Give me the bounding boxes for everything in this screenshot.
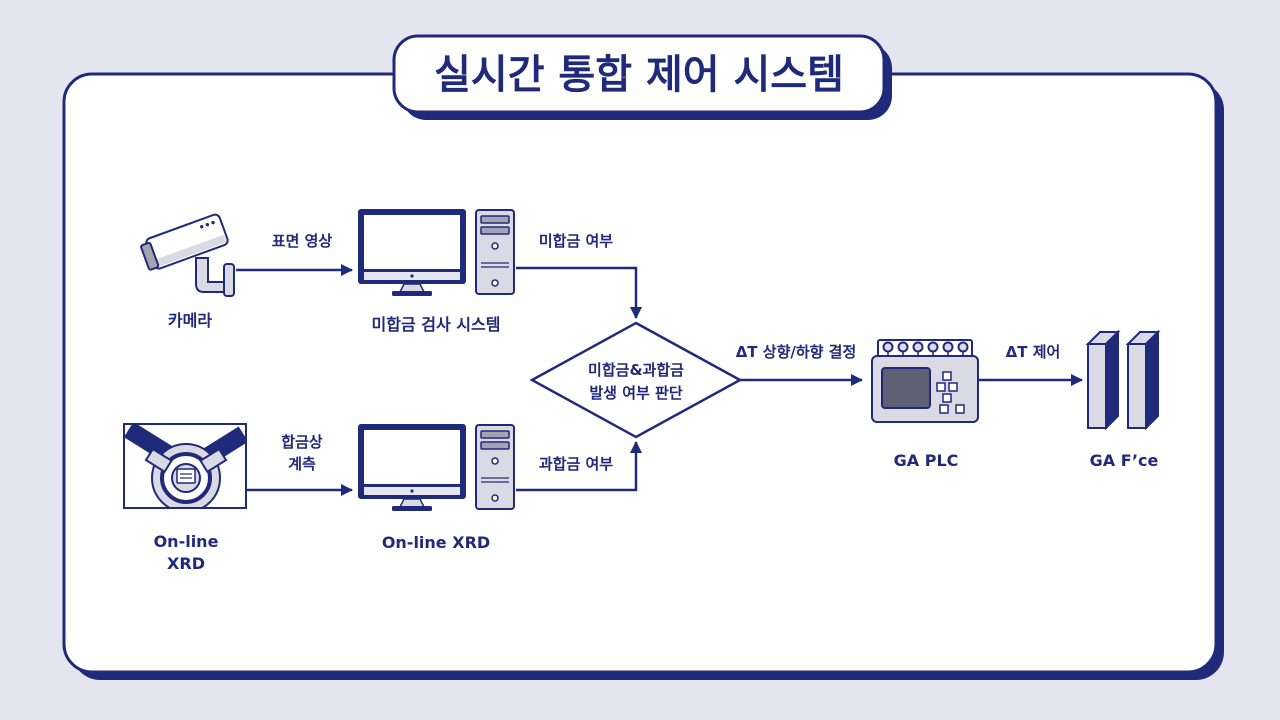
edge-label-surface-image: 표면 영상 bbox=[272, 232, 333, 250]
monitor-base bbox=[392, 506, 432, 511]
monitor-screen bbox=[364, 430, 460, 484]
pc-drive-bay bbox=[480, 215, 510, 224]
xrd-detector-head bbox=[199, 447, 228, 474]
edge-label-delta-t-control: ΔT 제어 bbox=[1006, 343, 1061, 361]
decision-diamond bbox=[529, 321, 743, 439]
arrow-xrd-system-to-decision bbox=[516, 441, 642, 492]
xrd-system-label: On-line XRD bbox=[382, 533, 490, 552]
edge-label-phase-line2: 계측 bbox=[288, 455, 316, 473]
edge-label-phase-line1: 합금상 bbox=[281, 433, 323, 451]
decision-text-line1: 미합금&과합금 bbox=[588, 361, 684, 379]
xrd-sample-holder bbox=[176, 468, 196, 484]
plc-keypad bbox=[936, 371, 965, 414]
camera-label: 카메라 bbox=[168, 311, 212, 330]
plc-controller-icon bbox=[871, 339, 979, 423]
camera-wall-plate bbox=[223, 263, 235, 297]
monitor-power-dot bbox=[410, 489, 414, 493]
plc-terminals bbox=[882, 341, 969, 358]
plc-label: GA PLC bbox=[894, 451, 959, 470]
furnace-label: GA F’ce bbox=[1090, 451, 1159, 470]
furnace-slab-1-side bbox=[1105, 329, 1119, 431]
pc-power-button bbox=[491, 457, 499, 465]
edge-label-delta-t-decision: ΔT 상향/하향 결정 bbox=[736, 343, 857, 361]
furnace-slab-1-front bbox=[1087, 343, 1107, 429]
title-tab bbox=[392, 34, 886, 114]
xrd-source-head bbox=[144, 447, 173, 474]
camera-led bbox=[205, 222, 210, 227]
monitor-base bbox=[392, 291, 432, 296]
edge-label-overalloyed: 과합금 여부 bbox=[539, 455, 613, 473]
desktop-computer-icon bbox=[358, 424, 515, 511]
arrow-inspection-to-decision bbox=[516, 266, 642, 319]
camera-led bbox=[200, 225, 204, 229]
pc-drive-bay bbox=[480, 441, 510, 450]
pc-power-button bbox=[491, 242, 499, 250]
xrd-diffractometer-icon bbox=[123, 423, 247, 509]
edge-label-unalloyed: 미합금 여부 bbox=[539, 232, 613, 250]
inspection-system-label: 미합금 검사 시스템 bbox=[372, 315, 501, 334]
xrd-device-label-line2: XRD bbox=[167, 554, 205, 573]
security-camera-icon bbox=[140, 213, 235, 297]
furnace-slab-2-side bbox=[1145, 329, 1159, 431]
camera-led bbox=[211, 220, 215, 225]
camera-body-shade bbox=[154, 235, 226, 267]
camera-lens bbox=[140, 241, 160, 271]
plc-display bbox=[881, 367, 931, 409]
xrd-device-label-line1: On-line bbox=[154, 532, 219, 551]
monitor-power-dot bbox=[410, 274, 414, 278]
furnace-slab-2-front bbox=[1127, 343, 1147, 429]
pc-port bbox=[491, 279, 499, 287]
pc-drive-bay bbox=[480, 430, 510, 439]
monitor-stand bbox=[398, 283, 426, 293]
pc-drive-bay bbox=[480, 226, 510, 235]
desktop-computer-icon bbox=[358, 209, 515, 296]
page-title: 실시간 통합 제어 시스템 bbox=[434, 52, 844, 98]
monitor-stand bbox=[398, 498, 426, 508]
pc-port bbox=[491, 494, 499, 502]
camera-mount-arm bbox=[195, 257, 227, 293]
monitor-screen bbox=[364, 215, 460, 269]
decision-text-line2: 발생 여부 판단 bbox=[589, 384, 682, 402]
furnace-icon bbox=[1085, 329, 1161, 431]
